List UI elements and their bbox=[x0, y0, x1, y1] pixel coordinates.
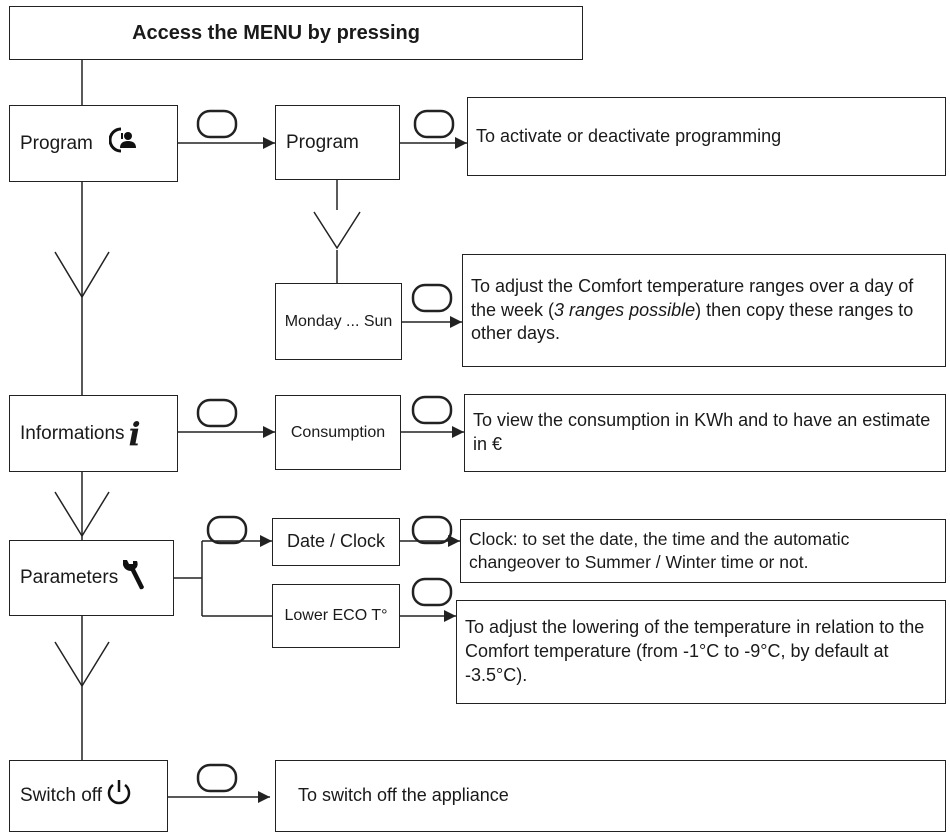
submenu-program[interactable]: Program bbox=[275, 105, 400, 180]
submenu-label: Monday ... Sun bbox=[284, 312, 393, 330]
menu-item-parameters[interactable]: Parameters bbox=[9, 540, 174, 616]
menu-button-icon bbox=[411, 283, 453, 313]
description-switch-off: To switch off the appliance bbox=[275, 760, 946, 832]
description-text: To activate or deactivate programming bbox=[476, 125, 782, 146]
header-box: Access the MENU by pressing bbox=[9, 6, 583, 60]
menu-item-label: Informations bbox=[20, 422, 125, 444]
description-program: To activate or deactivate programming bbox=[467, 97, 946, 176]
description-text: Clock: to set the date, the time and the… bbox=[469, 528, 850, 572]
menu-button-icon bbox=[411, 515, 453, 545]
power-icon bbox=[104, 777, 134, 814]
description-text: To adjust the lowering of the temperatur… bbox=[465, 617, 925, 685]
submenu-monday-sun[interactable]: Monday ... Sun bbox=[275, 283, 402, 360]
menu-button-icon bbox=[411, 577, 453, 607]
submenu-label: Consumption bbox=[290, 423, 386, 441]
menu-button-icon bbox=[413, 109, 455, 139]
menu-button-icon bbox=[206, 515, 248, 545]
program-clock-person-icon bbox=[108, 125, 143, 162]
chevron-down-icon bbox=[54, 641, 110, 688]
description-monday-sun: To adjust the Comfort temperature ranges… bbox=[462, 254, 946, 367]
description-consumption: To view the consumption in KWh and to ha… bbox=[464, 394, 946, 472]
description-lower-eco: To adjust the lowering of the temperatur… bbox=[456, 600, 946, 704]
submenu-label: Date / Clock bbox=[286, 531, 386, 552]
menu-button-icon bbox=[196, 109, 238, 139]
submenu-lower-eco[interactable]: Lower ECO T° bbox=[272, 584, 400, 648]
menu-item-program[interactable]: Program bbox=[9, 105, 178, 182]
submenu-date-clock[interactable]: Date / Clock bbox=[272, 518, 400, 566]
info-icon: i bbox=[128, 414, 141, 453]
menu-item-switch-off[interactable]: Switch off bbox=[9, 760, 168, 832]
menu-button-icon bbox=[411, 395, 453, 425]
submenu-label: Lower ECO T° bbox=[284, 607, 388, 625]
header-text: Access the MENU by pressing bbox=[132, 21, 420, 44]
description-text: To view the consumption in KWh and to ha… bbox=[473, 410, 931, 454]
description-date-clock: Clock: to set the date, the time and the… bbox=[460, 519, 946, 583]
chevron-down-icon bbox=[54, 251, 110, 299]
description-text: To adjust the Comfort temperature ranges… bbox=[471, 275, 914, 344]
wrench-icon bbox=[120, 557, 146, 598]
menu-button-icon bbox=[196, 398, 238, 428]
menu-item-label: Parameters bbox=[20, 567, 119, 589]
submenu-consumption[interactable]: Consumption bbox=[275, 395, 401, 470]
menu-item-label: Switch off bbox=[20, 785, 103, 807]
menu-item-informations[interactable]: Informations i bbox=[9, 395, 178, 472]
chevron-down-icon bbox=[54, 491, 110, 538]
chevron-down-icon bbox=[313, 211, 361, 250]
description-text: To switch off the appliance bbox=[298, 785, 509, 806]
menu-item-label: Program bbox=[20, 132, 93, 154]
submenu-label: Program bbox=[286, 131, 359, 153]
menu-button-icon bbox=[196, 763, 238, 793]
